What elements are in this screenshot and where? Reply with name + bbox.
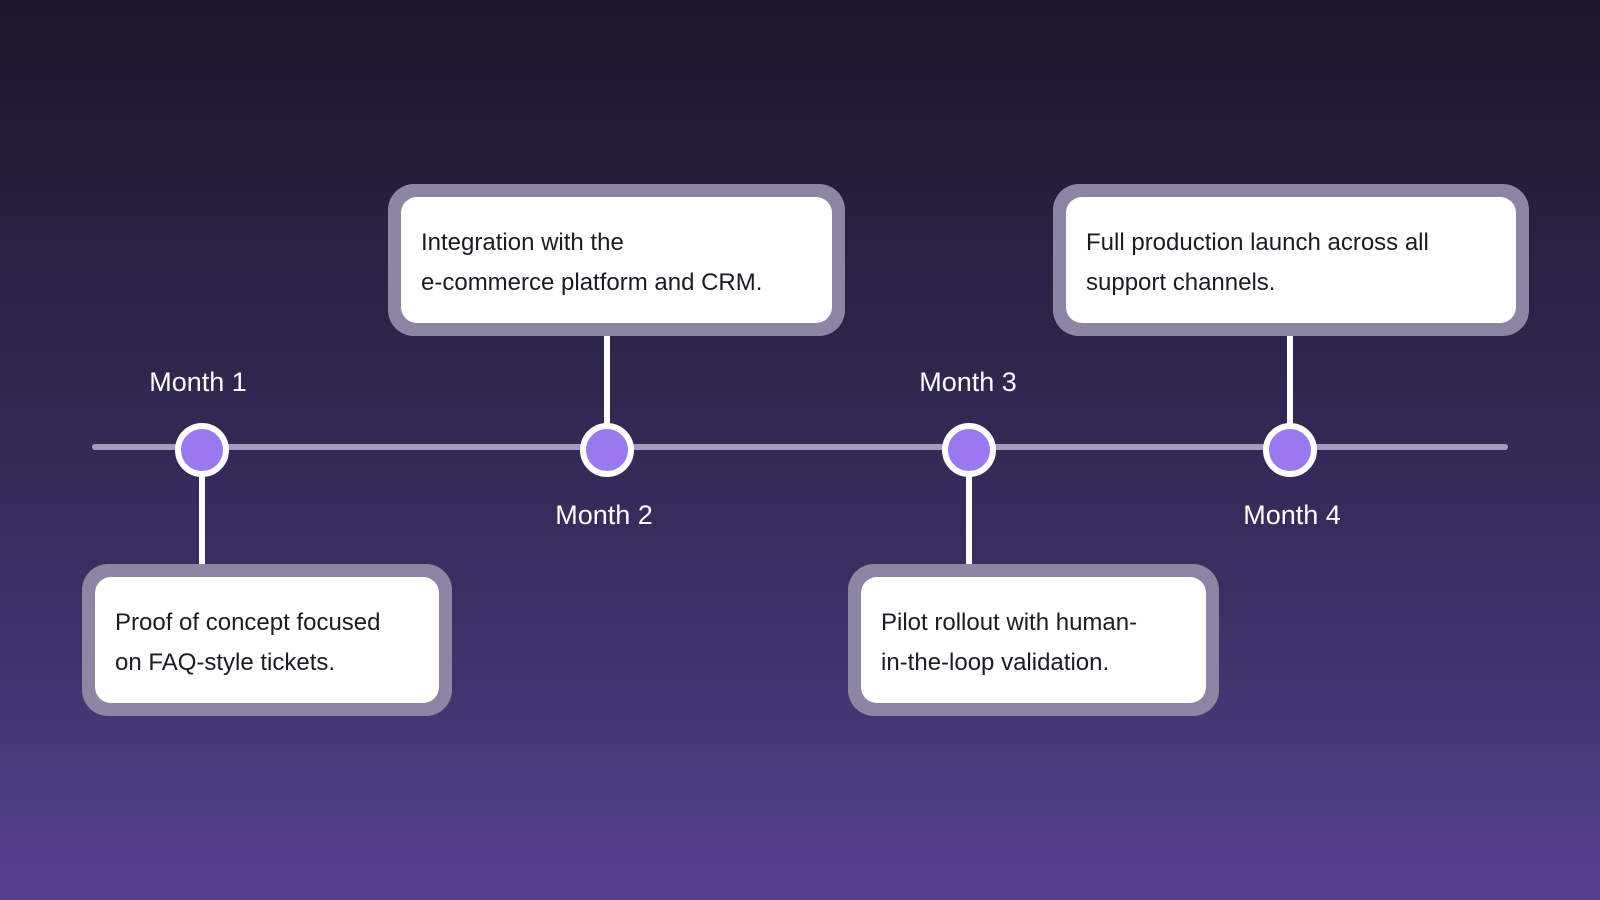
milestone-text-month-2: Integration with the e-commerce platform… bbox=[401, 197, 832, 323]
milestone-node-month-4 bbox=[1263, 423, 1317, 477]
milestone-text-month-1: Proof of concept focused on FAQ-style ti… bbox=[95, 577, 439, 703]
milestone-card-month-1: Proof of concept focused on FAQ-style ti… bbox=[82, 564, 452, 716]
milestone-label-month-1: Month 1 bbox=[149, 367, 247, 397]
milestone-node-month-2 bbox=[580, 423, 634, 477]
connector-month-2 bbox=[604, 334, 610, 432]
milestone-card-month-4: Full production launch across all suppor… bbox=[1053, 184, 1529, 336]
milestone-card-month-3: Pilot rollout with human- in-the-loop va… bbox=[848, 564, 1219, 716]
timeline-axis bbox=[92, 444, 1508, 450]
milestone-card-month-2: Integration with the e-commerce platform… bbox=[388, 184, 845, 336]
milestone-label-month-4: Month 4 bbox=[1243, 500, 1341, 530]
connector-month-4 bbox=[1287, 334, 1293, 432]
milestone-label-month-2: Month 2 bbox=[555, 500, 653, 530]
milestone-text-month-4: Full production launch across all suppor… bbox=[1066, 197, 1516, 323]
connector-month-1 bbox=[199, 470, 205, 566]
milestone-node-month-1 bbox=[175, 423, 229, 477]
connector-month-3 bbox=[966, 470, 972, 566]
milestone-text-month-3: Pilot rollout with human- in-the-loop va… bbox=[861, 577, 1206, 703]
milestone-label-month-3: Month 3 bbox=[919, 367, 1017, 397]
milestone-node-month-3 bbox=[942, 423, 996, 477]
